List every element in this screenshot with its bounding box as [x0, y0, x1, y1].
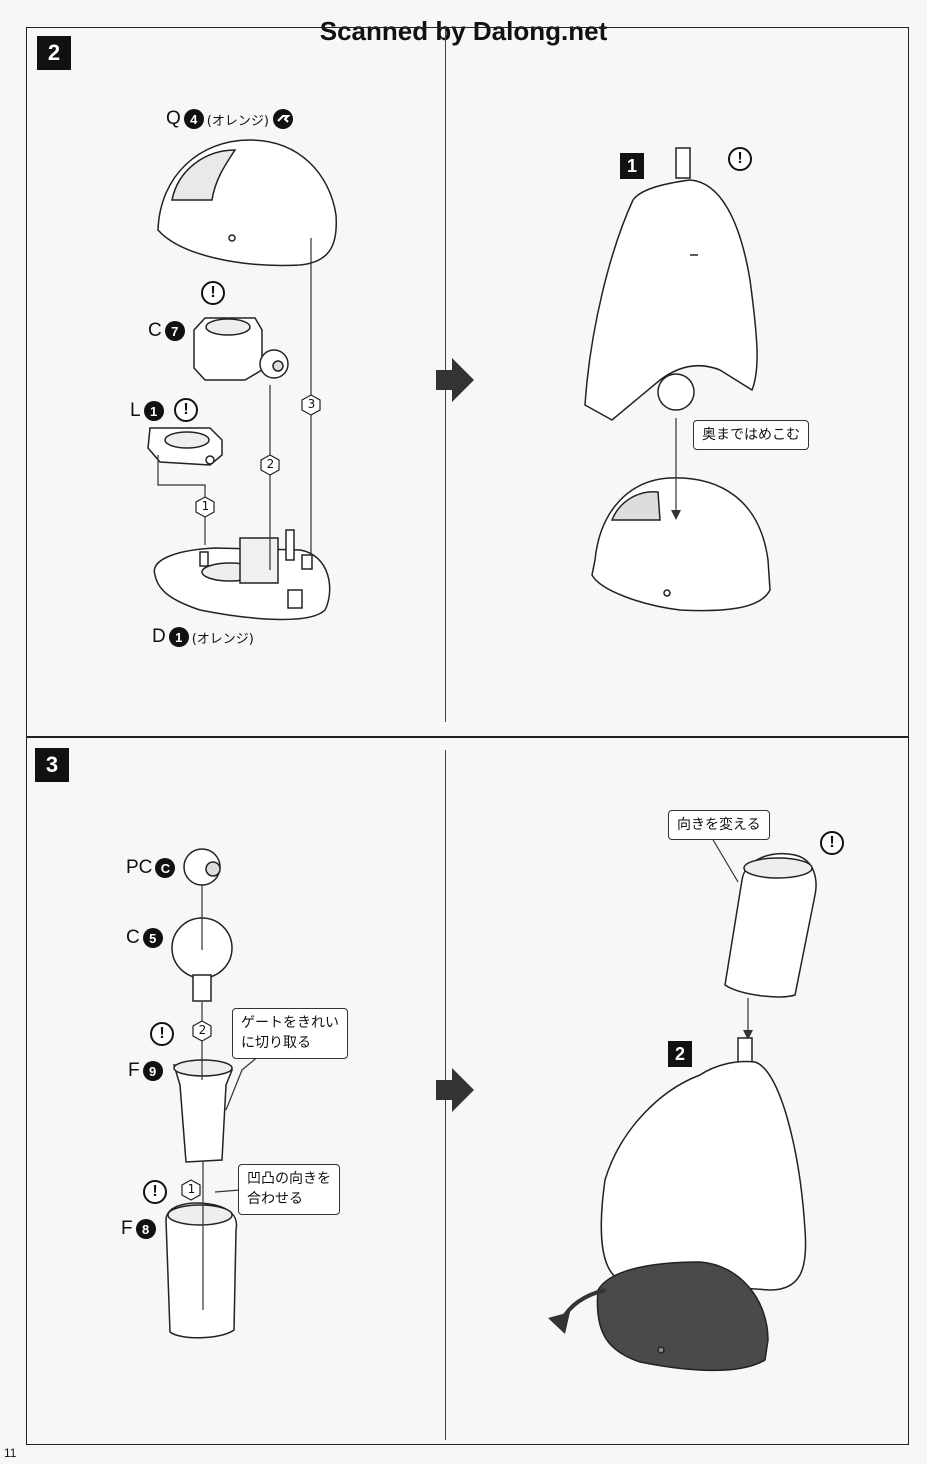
part-label-f9: F 9: [128, 1060, 163, 1082]
callout-line: 凹凸の向きを: [247, 1171, 331, 1187]
part-label-l1: L 1: [130, 400, 164, 422]
warning-icon: !: [201, 281, 225, 305]
step-2-badge: 2: [37, 36, 71, 70]
order-mark-2: 2: [266, 457, 275, 471]
part-color-note: (オレンジ): [191, 631, 254, 647]
insert-arrowhead: [671, 510, 681, 520]
part-number: C: [155, 858, 176, 878]
scan-credit: Scanned by Dalong.net: [319, 16, 608, 46]
part-number: 8: [135, 1219, 156, 1239]
part-letter: C: [148, 320, 162, 341]
part-letter: F: [121, 1218, 133, 1239]
part-number: 9: [142, 1061, 163, 1081]
part-letter: Q: [166, 108, 181, 129]
arrow-right-icon: [436, 358, 474, 402]
part-letter: F: [128, 1060, 140, 1081]
insert-arrowhead: [743, 1030, 753, 1040]
poly-cap-part: [183, 848, 221, 886]
part-number: 7: [164, 321, 185, 341]
tool-icon: [272, 108, 294, 130]
warning-icon: !: [728, 147, 752, 171]
callout-pointers: [214, 837, 739, 1193]
order-marks: [181, 1020, 212, 1201]
part-letter: L: [130, 400, 141, 421]
order-mark-1: 1: [187, 1182, 196, 1196]
step-3-panel: [26, 737, 909, 1445]
base-assembly: [591, 477, 771, 612]
part-color-note: (オレンジ): [206, 113, 269, 129]
part-letter: C: [126, 927, 140, 948]
callout-align-notch: 凹凸の向きを 合わせる: [238, 1164, 340, 1215]
part-label-c7: C 7: [148, 320, 185, 342]
sub-step-2-badge: 2: [668, 1041, 692, 1067]
page-number: 11: [4, 1446, 17, 1460]
order-mark-1: 1: [201, 499, 210, 513]
order-mark-2: 2: [198, 1023, 207, 1037]
rotate-arrowhead: [548, 1312, 570, 1334]
callout-push-in: 奥まではめこむ: [693, 420, 809, 451]
warning-icon: !: [174, 398, 198, 422]
step-2-panel: [26, 27, 909, 737]
step-3-badge: 3: [35, 748, 69, 782]
part-label-q4: Q 4 (オレンジ): [166, 108, 294, 130]
part-label-d1: D 1 (オレンジ): [152, 626, 254, 648]
base-shaded: [596, 1261, 769, 1372]
arrow-right-icon: [436, 1068, 474, 1112]
part-number: 1: [143, 401, 164, 421]
callout-trim-gate: ゲートをきれい に切り取る: [232, 1008, 348, 1059]
part-label-c5: C 5: [126, 927, 163, 949]
tower-assembly: [600, 1037, 807, 1291]
part-letter: PC: [126, 857, 153, 878]
warning-icon: !: [143, 1180, 167, 1204]
callout-line: ゲートをきれい: [241, 1015, 339, 1031]
base-part-d1: [153, 529, 331, 621]
callout-line: 合わせる: [247, 1191, 303, 1208]
part-label-f8: F 8: [121, 1218, 156, 1240]
part-number: 5: [142, 928, 163, 948]
tower-assembly: [584, 147, 758, 421]
warning-icon: !: [820, 831, 844, 855]
part-label-pc-c: PC C: [126, 857, 176, 879]
cup-part-f8: [165, 1202, 238, 1339]
order-marks: [195, 394, 321, 518]
shell-part-q4: [157, 139, 338, 267]
sub-step-1-badge: 1: [620, 153, 644, 179]
joint-part-c7: [193, 317, 289, 381]
part-number: 4: [183, 109, 204, 129]
order-mark-3: 3: [307, 397, 316, 411]
part-number: 1: [168, 627, 189, 647]
sleeve-part-f9: [172, 1059, 234, 1163]
ring-part-l1: [147, 427, 223, 466]
head-cylinder: [724, 853, 817, 998]
callout-line: に切り取る: [241, 1035, 311, 1052]
part-letter: D: [152, 626, 166, 647]
callout-change-direction: 向きを変える: [668, 810, 770, 841]
warning-icon: !: [150, 1022, 174, 1046]
